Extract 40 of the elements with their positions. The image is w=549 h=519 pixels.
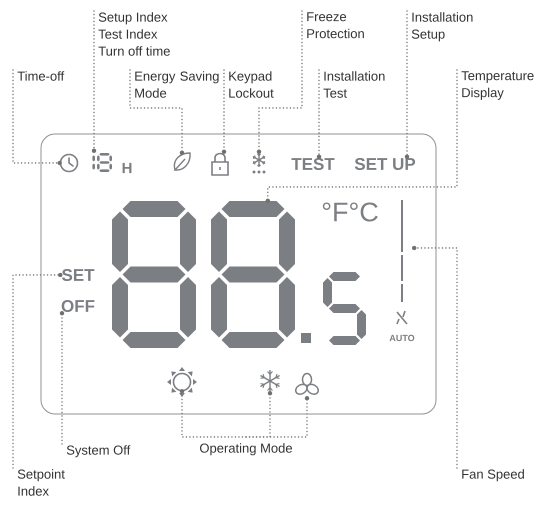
fan-icon: [294, 372, 320, 395]
callout-label: Fan Speed: [462, 469, 524, 482]
lock-icon: [211, 152, 229, 176]
leader-line: [129, 69, 184, 156]
indicator-text: TEST: [291, 158, 335, 170]
callout-label: Energy Saving Mode: [135, 71, 219, 98]
snowflake-icon: [260, 370, 280, 392]
callout-label: Installation Test: [324, 71, 384, 98]
leader-line: [92, 10, 96, 154]
clock-icon: [60, 154, 78, 172]
callout-label: Setup Index Test Index Turn off time: [98, 12, 170, 56]
leader-line: [404, 10, 410, 160]
lcd-panel: [40, 134, 436, 414]
leader-line: [256, 10, 303, 154]
leader-line: [12, 272, 63, 469]
leader-line: [412, 246, 458, 469]
indicator-text: OFF: [62, 300, 94, 312]
callout-label: Setpoint Index: [18, 469, 65, 496]
leaf-icon: [174, 152, 191, 171]
callout-label: Temperature Display: [462, 71, 534, 100]
callout-label: Keypad Lockout: [229, 71, 274, 98]
callout-label: Operating Mode: [200, 443, 292, 456]
mode-text: AUTO: [390, 334, 414, 342]
lcd-letter: H: [122, 162, 132, 174]
leader-line: [222, 69, 226, 154]
leader-line: [316, 69, 322, 160]
callout-label: System Off: [66, 445, 130, 458]
sun-icon: [167, 367, 197, 397]
callout-label: Installation Setup: [412, 12, 472, 42]
leader-line: [60, 310, 64, 445]
indicator-text: SET UP: [354, 158, 416, 170]
indicator-text: SET: [62, 268, 94, 282]
snowflake-icon: [252, 153, 266, 174]
callout-label: Time-off: [18, 71, 64, 81]
unit-text: °F°C: [322, 202, 378, 222]
leader-line: [266, 69, 458, 204]
leader-line: [245, 396, 310, 438]
digit-display: [92, 153, 112, 172]
leader-line: [12, 69, 62, 166]
callout-label: Freeze Protection: [307, 12, 364, 38]
